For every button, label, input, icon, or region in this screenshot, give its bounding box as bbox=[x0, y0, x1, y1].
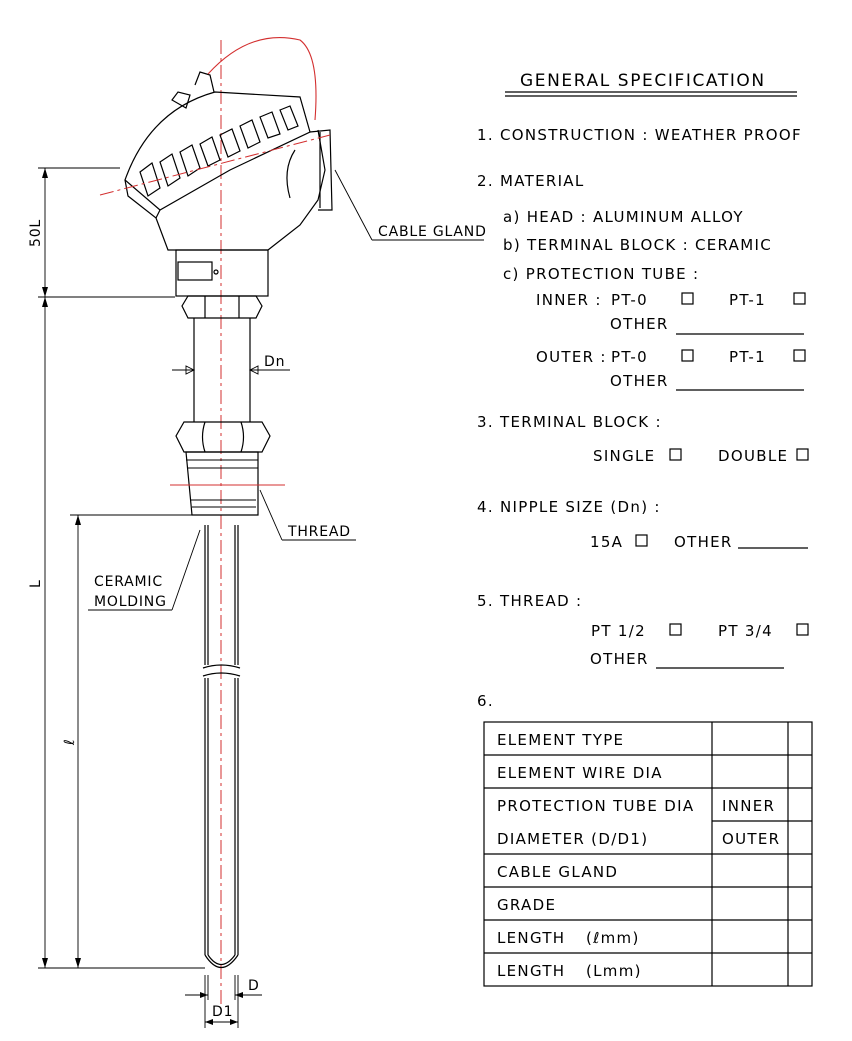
outer-pt0-label: PT-0 bbox=[611, 348, 648, 366]
spec-item-3: 3. TERMINAL BLOCK : bbox=[477, 413, 662, 431]
table-row-grade: GRADE bbox=[497, 896, 556, 914]
double-label: DOUBLE bbox=[718, 447, 788, 465]
pt34-checkbox[interactable] bbox=[796, 623, 809, 636]
pt12-checkbox[interactable] bbox=[669, 623, 682, 636]
dim-50l-label: 50L bbox=[28, 219, 44, 247]
thread-section bbox=[170, 451, 285, 516]
head-centerline bbox=[99, 134, 331, 196]
spec-title: GENERAL SPECIFICATION bbox=[520, 71, 766, 91]
table-row-element-wire-dia: ELEMENT WIRE DIA bbox=[497, 764, 663, 782]
spec-item-2c: c) PROTECTION TUBE : bbox=[503, 265, 699, 283]
outer-pt1-label: PT-1 bbox=[729, 348, 766, 366]
callout-thread-label: THREAD bbox=[287, 524, 351, 540]
sensor-assembly-drawing: Dn bbox=[28, 37, 487, 1028]
lower-hex-nut bbox=[175, 421, 271, 453]
upper-hex-nut bbox=[181, 295, 263, 319]
callout-thread: THREAD bbox=[259, 489, 356, 541]
protection-tube bbox=[202, 525, 241, 969]
nipple-pipe bbox=[193, 318, 251, 422]
size-15a-label: 15A bbox=[590, 533, 623, 551]
table-unit-L-mm: (Lmm) bbox=[586, 962, 642, 980]
table-sub-outer: OUTER bbox=[722, 830, 780, 848]
inner-pt0-label: PT-0 bbox=[611, 291, 648, 309]
dim-l-insertion-label: ℓ bbox=[62, 738, 78, 746]
single-checkbox[interactable] bbox=[669, 448, 682, 461]
dim-l-total: L bbox=[28, 297, 205, 969]
outer-other-label: OTHER bbox=[610, 372, 669, 390]
spec-item-1: 1. CONSTRUCTION : WEATHER PROOF bbox=[477, 126, 802, 144]
nipple-other-label: OTHER bbox=[674, 533, 733, 551]
table-row-protection-tube-dia: PROTECTION TUBE DIA bbox=[497, 797, 694, 815]
inner-pt1-label: PT-1 bbox=[729, 291, 766, 309]
dim-dn-label: Dn bbox=[264, 354, 285, 370]
cable-gland-boss bbox=[309, 129, 333, 211]
table-row-diameter: DIAMETER (D/D1) bbox=[497, 830, 648, 848]
outer-label: OUTER : bbox=[536, 348, 607, 366]
inner-pt0-checkbox[interactable] bbox=[681, 292, 694, 305]
spec-item-2a: a) HEAD : ALUMINUM ALLOY bbox=[503, 208, 744, 226]
pt12-label: PT 1/2 bbox=[591, 622, 646, 640]
callout-ceramic-molding: CERAMIC MOLDING bbox=[88, 529, 201, 611]
dim-d1-label: D1 bbox=[212, 1004, 233, 1020]
connection-head bbox=[124, 37, 333, 297]
callout-cable-gland: CABLE GLAND bbox=[334, 169, 487, 241]
inner-label: INNER : bbox=[536, 291, 602, 309]
table-row-length-l: LENGTH bbox=[497, 929, 565, 947]
size-15a-checkbox[interactable] bbox=[635, 534, 648, 547]
callout-molding-label: MOLDING bbox=[94, 594, 167, 610]
dim-d-label: D bbox=[248, 978, 260, 994]
table-row-cable-gland: CABLE GLAND bbox=[497, 863, 618, 881]
callout-cable-gland-label: CABLE GLAND bbox=[378, 224, 487, 240]
table-row-element-type: ELEMENT TYPE bbox=[497, 731, 624, 749]
single-label: SINGLE bbox=[593, 447, 655, 465]
general-specification: GENERAL SPECIFICATION 1. CONSTRUCTION : … bbox=[477, 71, 813, 987]
double-checkbox[interactable] bbox=[796, 448, 809, 461]
thread-other-label: OTHER bbox=[590, 650, 649, 668]
dim-l-insertion: ℓ bbox=[62, 514, 192, 968]
dim-l-total-label: L bbox=[28, 579, 44, 588]
inner-pt1-checkbox[interactable] bbox=[793, 292, 806, 305]
table-unit-l-mm: (ℓmm) bbox=[586, 929, 640, 947]
element-spec-table: ELEMENT TYPE ELEMENT WIRE DIA PROTECTION… bbox=[483, 721, 813, 987]
pt34-label: PT 3/4 bbox=[718, 622, 773, 640]
outer-pt1-checkbox[interactable] bbox=[793, 349, 806, 362]
head-cooling-ribs bbox=[139, 105, 299, 197]
table-sub-inner: INNER bbox=[722, 797, 775, 815]
spec-item-4: 4. NIPPLE SIZE (Dn) : bbox=[477, 498, 661, 516]
spec-item-5: 5. THREAD : bbox=[477, 592, 582, 610]
table-row-length-L: LENGTH bbox=[497, 962, 565, 980]
dim-d-d1: D D1 bbox=[185, 975, 262, 1028]
nameplate bbox=[177, 261, 213, 281]
dim-50l: 50L bbox=[28, 167, 175, 298]
callout-ceramic-label: CERAMIC bbox=[94, 574, 163, 590]
head-neck bbox=[175, 249, 269, 297]
inner-other-label: OTHER bbox=[610, 315, 669, 333]
dn-dimension: Dn bbox=[172, 354, 290, 375]
spec-item-6: 6. bbox=[477, 692, 494, 710]
spec-item-2: 2. MATERIAL bbox=[477, 172, 585, 190]
outer-pt0-checkbox[interactable] bbox=[681, 349, 694, 362]
spec-item-2b: b) TERMINAL BLOCK : CERAMIC bbox=[503, 236, 772, 254]
